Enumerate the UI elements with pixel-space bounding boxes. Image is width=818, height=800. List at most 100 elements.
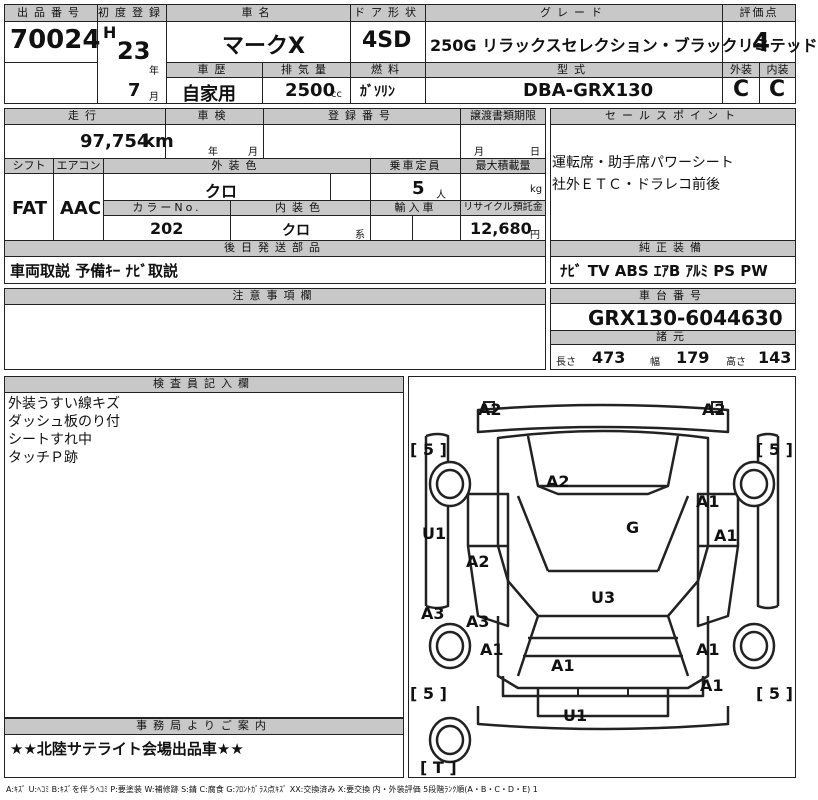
mark-tire-rl: [ 5 ] (410, 684, 447, 703)
mark-roof-left-rear: A3 (466, 612, 490, 631)
reg-month-unit: 月 (149, 92, 159, 103)
damage-diagram (408, 376, 796, 778)
ext-color-value: クロ (205, 182, 238, 201)
genuine-equipment-value: ﾅﾋﾞ TV ABS ｴｱB ｱﾙﾐ PS PW (560, 262, 768, 280)
model-header: 型式 (426, 63, 722, 78)
recycle-header: リサイクル預託金 (461, 201, 545, 216)
mark-rear-bumper: U1 (563, 706, 588, 725)
genuine-equipment-header: 純正装備 (551, 241, 795, 257)
reg-number-header: 登録番号 (264, 109, 460, 125)
history-header: 車歴 (167, 63, 262, 78)
import-header: 輸入車 (371, 201, 460, 216)
sales-point-line: 運転席・助手席パワーシート (552, 155, 734, 171)
exterior-header: 外装 (723, 63, 759, 78)
reg-year-unit: 年 (149, 66, 159, 77)
mark-door-rear-left: A3 (421, 604, 445, 623)
transfer-header: 譲渡書類期限 (461, 109, 545, 125)
max-load-unit: kg (530, 184, 543, 195)
door-header: ドア形状 (351, 5, 425, 22)
chassis-header: 車台番号 (551, 289, 795, 304)
office-value: ★★北陸サテライト会場出品車★★ (10, 740, 244, 758)
mark-rear-right: A1 (700, 676, 724, 695)
color-no-header: カラーNo. (104, 201, 230, 216)
mark-front-right: A2 (702, 400, 726, 419)
ext-color-header: 外装色 (104, 159, 370, 174)
mark-windshield: G (626, 518, 640, 537)
height-label: 高さ (726, 357, 746, 368)
inspector-line: シートすれ中 (8, 432, 92, 448)
int-color-header: 内装色 (231, 201, 370, 216)
inspector-line: 外装うすい線キズ (8, 396, 120, 412)
chassis-number: GRX130-6044630 (588, 306, 783, 330)
car-outline-diagram (424, 401, 780, 764)
office-notice (4, 718, 404, 778)
grade-header: グレード (426, 5, 722, 22)
displacement-value: 2500 (285, 80, 336, 101)
width-label: 幅 (650, 357, 660, 368)
displacement-header: 排気量 (263, 63, 350, 78)
reg-year: 23 (117, 37, 151, 65)
score-header: 評価点 (723, 5, 795, 22)
lot-number: 70024 (10, 25, 101, 55)
car-name-header: 車名 (167, 5, 350, 22)
history-value: 自家用 (182, 84, 236, 105)
era-letter: H (103, 23, 117, 42)
first-reg-header: 初度登録 (98, 5, 166, 22)
vehicle-details (4, 108, 546, 284)
lot-number-header: 出品番号 (5, 5, 97, 22)
grade-value: 250G リラックスセレクション・ブラックリミテッド (430, 36, 818, 55)
mark-roof-center: U3 (591, 588, 616, 607)
interior-score: C (769, 77, 786, 102)
mark-roof-left: A2 (466, 552, 490, 571)
int-color-value: クロ (282, 223, 310, 239)
fuel-header: 燃料 (351, 63, 425, 78)
later-parts-value: 車両取説 予備ｷｰ ﾅﾋﾞ取説 (10, 262, 178, 280)
notes-header: 注意事項欄 (5, 289, 545, 305)
capacity-unit: 人 (436, 190, 446, 201)
mark-door-front-left: U1 (422, 524, 447, 543)
mileage-value: 97,754 (80, 131, 150, 152)
inspector-notes (4, 376, 404, 718)
mark-spare: [ T ] (420, 758, 457, 777)
mark-door-front-right: A1 (714, 526, 738, 545)
chassis (550, 288, 796, 370)
mileage-unit: km (143, 131, 174, 152)
capacity-header: 乗車定員 (371, 159, 460, 174)
int-color-unit: 系 (355, 230, 365, 241)
inspector-line: タッチＰ跡 (8, 450, 78, 466)
recycle-value: 12,680 (470, 219, 532, 238)
length-value: 473 (592, 348, 626, 367)
genuine-equipment (550, 240, 796, 284)
reg-month: 7 (128, 80, 141, 101)
exterior-score: C (733, 77, 750, 102)
inspection-month-unit: 月 (248, 147, 258, 158)
mark-hood: A2 (546, 472, 570, 491)
car-name: マークX (222, 34, 305, 59)
mileage-header: 走行 (5, 109, 165, 125)
length-label: 長さ (556, 357, 576, 368)
legend: A:ｷｽﾞ U:ﾍｺﾐ B:ｷｽﾞを伴うﾍｺﾐ P:要塗装 W:補修跡 S:錆 … (6, 785, 538, 794)
ac-header: エアコン (54, 159, 103, 174)
color-no-value: 202 (150, 219, 184, 238)
width-value: 179 (676, 348, 710, 367)
shift-header: シフト (5, 159, 53, 174)
mark-trunk: A1 (551, 656, 575, 675)
model-value: DBA-GRX130 (523, 80, 654, 101)
mark-tire-rr: [ 5 ] (756, 684, 793, 703)
mark-tire-fr: [ 5 ] (756, 440, 793, 459)
recycle-unit: 円 (530, 230, 540, 241)
inspector-header: 検査員記入欄 (5, 377, 403, 393)
inspection-year-unit: 年 (208, 147, 218, 158)
sales-points-header: セールスポイント (551, 109, 795, 125)
mark-quarter-right: A1 (696, 640, 720, 659)
sales-point-line: 社外ＥＴＣ・ドラレコ前後 (552, 177, 720, 193)
displacement-unit: cc (331, 89, 342, 100)
notes (4, 288, 546, 370)
later-parts-header: 後日発送部品 (5, 241, 545, 257)
mark-rear-left: A1 (480, 640, 504, 659)
office-header: 事務局よりご案内 (5, 719, 403, 735)
height-value: 143 (758, 348, 792, 367)
mark-fender-right: A1 (696, 492, 720, 511)
interior-header: 内装 (760, 63, 795, 78)
capacity-value: 5 (412, 178, 425, 199)
